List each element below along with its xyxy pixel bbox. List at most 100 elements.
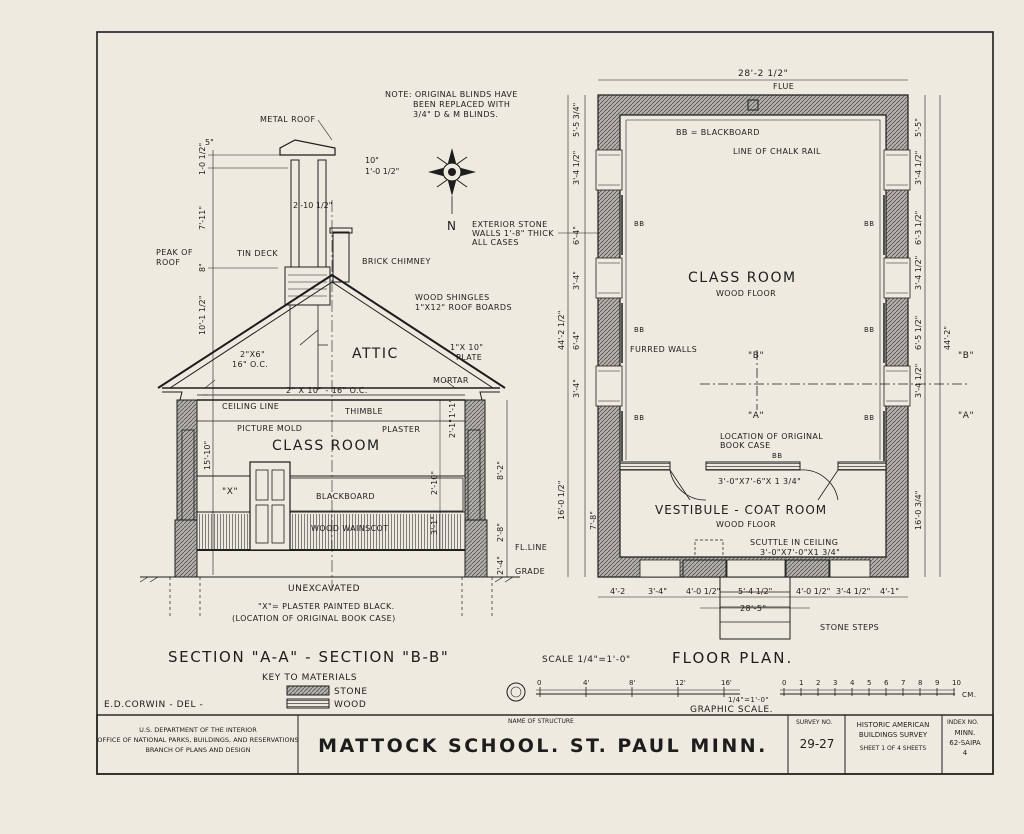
agency-line-2: OFFICE OF NATIONAL PARKS, BUILDINGS, AND…: [97, 736, 298, 744]
scale-feet-tick-label: 8': [629, 679, 635, 687]
scale-feet-tick-label: 16': [721, 679, 732, 687]
key-wood-swatch: [286, 698, 330, 709]
plan-flue: FLUE: [773, 82, 794, 91]
key-stone-label: STONE: [334, 687, 368, 697]
plan-vestibule-floor: WOOD FLOOR: [716, 520, 776, 529]
plan-stone-steps: STONE STEPS: [820, 623, 879, 632]
plan-bb-1: BB: [634, 220, 644, 228]
plan-exterior-walls-1: EXTERIOR STONE: [472, 220, 548, 229]
dim-6: 7'-11": [198, 206, 207, 230]
plan-scuttle-2: 3'-0"X7'-0"X1 3/4": [760, 548, 840, 557]
dim-14: 2'-4": [496, 556, 505, 575]
label-metal-roof: METAL ROOF: [260, 115, 315, 124]
habs-seal-icon: [506, 682, 526, 702]
index-label: INDEX NO.: [947, 719, 979, 726]
plan-left-dim-3: 6'-4": [572, 226, 581, 245]
plan-left-dim-9: 7'-8": [589, 511, 598, 530]
survey-label: SURVEY NO.: [796, 719, 832, 726]
plan-marker-a-outer: "A": [958, 411, 974, 421]
scale-cm-tick-label: 4: [850, 679, 855, 687]
plan-bb-3: BB: [634, 326, 644, 334]
scale-feet-tick-label: 0: [537, 679, 541, 687]
plan-bb-key: BB = BLACKBOARD: [676, 128, 760, 137]
plan-bb-7: BB: [772, 452, 782, 460]
dim-10: 8'-2": [496, 461, 505, 480]
label-thimble: THIMBLE: [344, 407, 383, 416]
plan-exterior-walls-2: WALLS 1'-8" THICK: [472, 229, 554, 238]
plan-right-dim-1: 5'-5": [914, 118, 923, 137]
label-peak-of-roof-1: PEAK OF: [156, 248, 193, 257]
plan-right-dim-5: 6'-5 1/2": [914, 316, 923, 350]
label-plate-1: 1"X 10": [450, 343, 483, 352]
note-blinds-3: 3/4" D & M BLINDS.: [413, 110, 498, 119]
label-fl-line: FL.LINE: [515, 543, 547, 552]
dim-8: 10'-1 1/2": [198, 296, 207, 335]
materials-key: KEY TO MATERIALS STONE WOOD: [262, 673, 368, 710]
dim-4: 1'-0 1/2": [365, 167, 399, 176]
label-wood-shingles-1: WOOD SHINGLES: [415, 293, 490, 302]
plan-bottom-dim-3: 4'-0 1/2": [686, 587, 720, 596]
section-title: SECTION "A-A" - SECTION "B-B": [168, 648, 449, 666]
dim-16: 2'-1": [448, 419, 457, 438]
note-blinds-1: NOTE: ORIGINAL BLINDS HAVE: [385, 90, 518, 99]
label-ceiling-line: CEILING LINE: [222, 402, 279, 411]
plan-right-dim-3: 6'-3 1/2": [914, 211, 923, 245]
dim-7: 8": [198, 263, 207, 272]
plan-left-dim-4: 3'-4": [572, 271, 581, 290]
habs-line-1: HISTORIC AMERICAN: [857, 721, 930, 729]
plan-furred-walls: FURRED WALLS: [630, 345, 697, 354]
plan-left-dim-2: 3'-4 1/2": [572, 151, 581, 185]
north-arrow-icon: [428, 148, 476, 214]
plan-left-dim-8: 16'-0 1/2": [557, 481, 566, 520]
label-x-mark: "X": [222, 487, 238, 497]
scale-cm-tick-label: 8: [918, 679, 922, 687]
plan-bottom-width: 28'-5": [740, 604, 766, 613]
scale-cm-unit: CM.: [962, 691, 976, 699]
drafter-credit: E.D.CORWIN - DEL -: [104, 700, 203, 710]
label-peak-of-roof-2: ROOF: [156, 258, 180, 267]
scale-cm-tick-label: 2: [816, 679, 820, 687]
plan-labels: 28'-2 1/2" FLUE BB = BLACKBOARD LINE OF …: [472, 69, 974, 632]
structure-name-label: NAME OF STRUCTURE: [508, 718, 574, 725]
plan-scuttle-1: SCUTTLE IN CEILING: [750, 538, 838, 547]
north-label: N: [447, 219, 457, 233]
label-mortar: MORTAR: [433, 376, 469, 385]
plan-exterior-walls-3: ALL CASES: [472, 238, 519, 247]
plan-right-dim-2: 3'-4 1/2": [914, 151, 923, 185]
plan-marker-b-inner: "B": [748, 351, 764, 361]
graphic-scale-label: GRAPHIC SCALE.: [690, 705, 773, 715]
key-stone-swatch: [286, 685, 330, 696]
scale-cm-tick-label: 3: [833, 679, 837, 687]
plan-right-dim-7: 44'-2": [943, 326, 952, 350]
label-note-1: "X"= PLASTER PAINTED BLACK.: [258, 602, 395, 611]
label-attic: ATTIC: [352, 346, 399, 362]
plan-wood-floor: WOOD FLOOR: [716, 289, 776, 298]
label-joists: 2" X 10" - 16" O.C.: [286, 386, 368, 395]
key-wood-label: WOOD: [334, 700, 366, 710]
plan-marker-b-outer: "B": [958, 351, 974, 361]
section-drawing: [139, 139, 520, 617]
label-rafter-1: 2"X6": [240, 350, 265, 359]
floor-plan-drawing: [567, 79, 968, 640]
scale-cm-tick-label: 10: [952, 679, 961, 687]
agency-line-3: BRANCH OF PLANS AND DESIGN: [145, 746, 250, 754]
plan-marker-a-inner: "A": [748, 411, 764, 421]
structure-name: MATTOCK SCHOOL. ST. PAUL MINN.: [318, 735, 768, 757]
plan-book-case-2: BOOK CASE: [720, 441, 771, 450]
plan-bb-2: BB: [864, 220, 874, 228]
scale-cm-tick-label: 7: [901, 679, 905, 687]
plan-door-size: 3'-0"X7'-6"X 1 3/4": [718, 477, 801, 486]
title-block: U.S. DEPARTMENT OF THE INTERIOR OFFICE O…: [96, 714, 994, 775]
plan-bottom-dim-5: 4'-0 1/2": [796, 587, 830, 596]
dim-12: 3'-1": [430, 516, 439, 535]
plan-bottom-dim-6: 3'-4 1/2": [836, 587, 870, 596]
scale-cm-tick-label: 0: [782, 679, 786, 687]
plan-bottom-dim-1: 4'-2: [610, 587, 625, 596]
dim-3: 10": [365, 156, 379, 165]
plan-chalk-rail: LINE OF CHALK RAIL: [733, 147, 821, 156]
dim-2: 5": [205, 138, 214, 147]
plan-left-dim-5: 6'-4": [572, 331, 581, 350]
plan-left-dim-7: 44'-2 1/2": [557, 311, 566, 350]
plan-left-dim-6: 3'-4": [572, 379, 581, 398]
